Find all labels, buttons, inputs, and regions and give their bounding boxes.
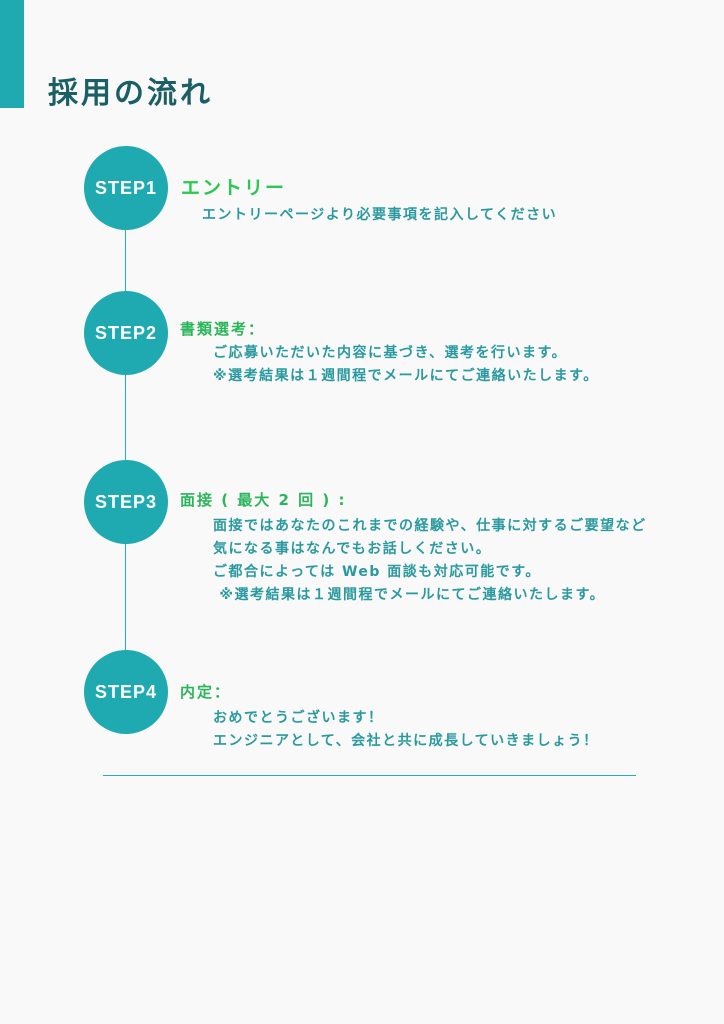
step-1-line: エントリーページより必要事項を記入してください [202,207,558,223]
step-3-line: ※選考結果は１週間程でメールにてご連絡いたします。 [213,587,606,603]
page-title: 採用の流れ [48,76,213,111]
step-3-badge: STEP3 [84,460,168,544]
step-1-title: エントリー [181,177,287,199]
step-2-badge: STEP2 [84,291,168,375]
timeline-connector [125,543,126,651]
step-4-description: おめでとうございます！ エンジニアとして、会社と共に成長していきましょう！ [213,707,599,753]
step-1-badge: STEP1 [84,146,168,230]
step-2-line: ※選考結果は１週間程でメールにてご連絡いたします。 [213,368,599,384]
step-3-title: 面接 ( 最大 2 回 ) : [180,491,347,509]
bottom-divider [103,775,636,776]
accent-bar [0,0,24,108]
step-1-description: エントリーページより必要事項を記入してください [202,204,557,227]
step-4-badge: STEP4 [84,650,168,734]
step-2-line: ご応募いただいた内容に基づき、選考を行います。 [213,345,568,361]
step-3-line: 気になる事はなんでもお話しください。 [213,541,492,557]
step-3-description: 面接ではあなたのこれまでの経験や、仕事に対するご要望など 気になる事はなんでもお… [213,515,647,607]
step-3-line: 面接ではあなたのこれまでの経験や、仕事に対するご要望など [213,518,647,534]
timeline-connector [125,228,126,292]
step-4-line: エンジニアとして、会社と共に成長していきましょう！ [213,733,599,749]
step-4-title: 内定： [180,683,232,701]
step-4-line: おめでとうございます！ [213,710,384,726]
step-2-title: 書類選考： [180,320,266,338]
step-3-line: ご都合によっては Web 面談も対応可能です。 [213,564,541,580]
timeline-connector [125,374,126,460]
step-2-description: ご応募いただいた内容に基づき、選考を行います。 ※選考結果は１週間程でメールにて… [213,342,599,388]
